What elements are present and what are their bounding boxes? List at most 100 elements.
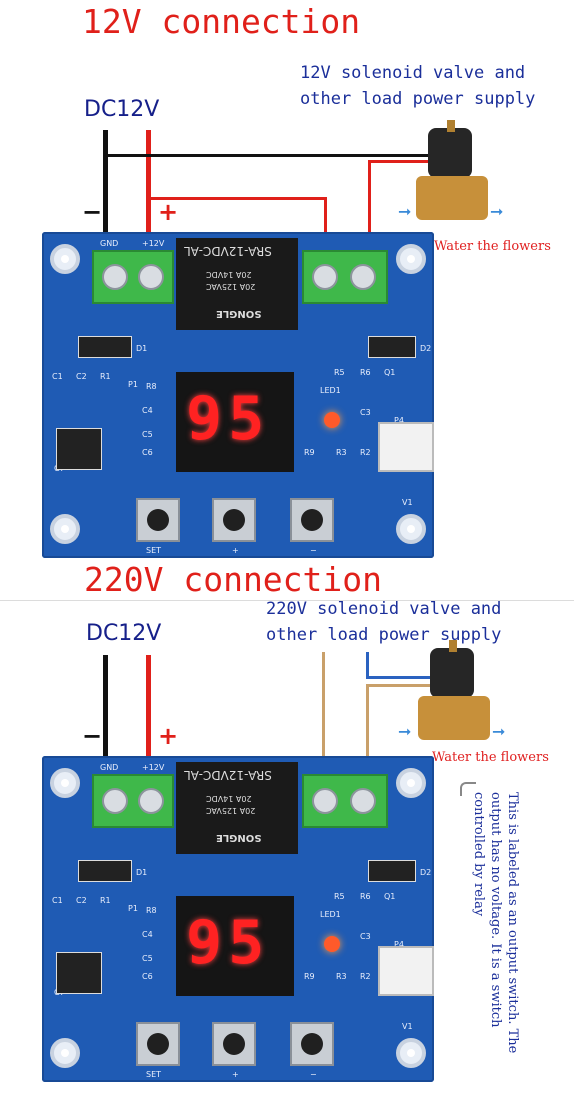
r3-label: R3 <box>336 972 347 981</box>
down-button[interactable] <box>290 1022 334 1066</box>
panel2-blue-valve-wire <box>366 676 438 679</box>
set-label: SET <box>146 1070 162 1079</box>
p1-label: P1 <box>128 904 138 913</box>
up-label: + <box>232 1070 239 1079</box>
panel1-minus-sign: − <box>82 198 103 226</box>
panel1-red-link-wire <box>148 197 326 200</box>
panel1-black-load-wire <box>103 154 433 157</box>
screw-icon <box>350 788 376 814</box>
v12-label: +12V <box>142 239 165 248</box>
screw-icon <box>138 788 164 814</box>
r3-label: R3 <box>336 448 347 457</box>
down-label: − <box>310 546 317 555</box>
down-label: − <box>310 1070 317 1079</box>
panel2-title: 220V connection <box>84 560 383 599</box>
r5-label: R5 <box>334 368 345 377</box>
panel2-plus-sign: + <box>158 722 179 750</box>
p4-connector <box>378 946 434 996</box>
gnd-label: GND <box>100 239 119 248</box>
panel2-load-line1: 220V solenoid valve and <box>266 599 502 619</box>
panel1-outflow-arrow-icon: ➞ <box>490 202 504 221</box>
r1-label: R1 <box>100 372 111 381</box>
c3-label: C3 <box>360 932 371 941</box>
panel1-valve-coil <box>428 128 472 178</box>
down-button[interactable] <box>290 498 334 542</box>
d2-label: D2 <box>420 868 432 877</box>
panel2-tan-com-wire <box>322 652 325 764</box>
mount-hole-icon <box>50 514 80 544</box>
panel1-dc-label: DC12V <box>84 97 160 122</box>
up-button[interactable] <box>212 1022 256 1066</box>
p1-label: P1 <box>128 380 138 389</box>
diode-d1 <box>78 336 132 358</box>
screw-icon <box>312 264 338 290</box>
panel2-valve-body <box>418 696 490 740</box>
panel1-title: 12V connection <box>82 2 361 41</box>
panel2-negative-wire <box>103 655 108 760</box>
p4-label: P4 <box>394 416 404 425</box>
output-terminal-block <box>302 774 388 828</box>
panel2-tan-valve-wire <box>366 684 438 687</box>
c3-label: C3 <box>360 408 371 417</box>
relay-rating-1: 20A 14VDC <box>206 794 252 803</box>
panel2-outflow-arrow-icon: ➞ <box>492 722 506 741</box>
r1-label: R1 <box>100 896 111 905</box>
panel2-dc-label: DC12V <box>86 621 162 646</box>
r2-label: R2 <box>360 972 371 981</box>
relay-rating-2: 20A 125VAC <box>206 806 256 815</box>
panel1-red-valve-wire <box>368 160 436 163</box>
voltage-regulator <box>56 952 102 994</box>
c4-label: C4 <box>142 930 153 939</box>
d1-label: D1 <box>136 868 148 877</box>
seven-segment-display: 95 <box>176 372 294 472</box>
relay-rating-1: 20A 14VDC <box>206 270 252 279</box>
r9-label: R9 <box>304 972 315 981</box>
led1-label: LED1 <box>320 386 341 395</box>
r9-label: R9 <box>304 448 315 457</box>
r8-label: R8 <box>146 382 157 391</box>
gnd-label: GND <box>100 763 119 772</box>
panel2-output-note: This is labeled as an output switch. The… <box>471 792 520 1054</box>
relay-model: SRA-12VDC-AL <box>184 244 272 258</box>
status-led <box>324 412 340 428</box>
set-button[interactable] <box>136 1022 180 1066</box>
screw-icon <box>312 788 338 814</box>
v1-label: V1 <box>402 1022 413 1031</box>
p4-connector <box>378 422 434 472</box>
q1-label: Q1 <box>384 892 396 901</box>
panel2-flowers-label: Water the flowers <box>432 750 549 765</box>
r6-label: R6 <box>360 368 371 377</box>
panel2-tan-no-wire <box>366 684 369 764</box>
set-label: SET <box>146 546 162 555</box>
note-bracket <box>460 782 476 796</box>
panel1-solenoid-valve <box>410 120 490 230</box>
panel1-red-com-wire <box>324 197 327 252</box>
panel1-positive-wire <box>146 130 151 250</box>
r2-label: R2 <box>360 448 371 457</box>
d2-label: D2 <box>420 344 432 353</box>
set-button[interactable] <box>136 498 180 542</box>
panel2-load-description: 220V solenoid valve and other load power… <box>266 596 501 648</box>
voltage-regulator <box>56 428 102 470</box>
relay-brand: SONGLE <box>216 308 262 319</box>
up-button[interactable] <box>212 498 256 542</box>
panel2-solenoid-valve <box>412 640 492 750</box>
c6-label: C6 <box>142 448 153 457</box>
panel1-load-line2: other load power supply <box>300 89 536 109</box>
c2-label: C2 <box>76 896 87 905</box>
mount-hole-icon <box>396 768 426 798</box>
p4-label: P4 <box>394 940 404 949</box>
panel1-flowers-label: Water the flowers <box>434 239 551 254</box>
mount-hole-icon <box>50 1038 80 1068</box>
panel1-load-line1: 12V solenoid valve and <box>300 63 526 83</box>
diode-d1 <box>78 860 132 882</box>
panel2-load-line2: other load power supply <box>266 625 502 645</box>
relay: SRA-12VDC-AL 20A 14VDC 20A 125VAC SONGLE <box>176 762 298 854</box>
c6-label: C6 <box>142 972 153 981</box>
panel1-relay-board: GND +12V SRA-12VDC-AL 20A 14VDC 20A 125V… <box>42 232 434 558</box>
mount-hole-icon <box>50 768 80 798</box>
led1-label: LED1 <box>320 910 341 919</box>
diode-d2 <box>368 336 416 358</box>
diode-d2 <box>368 860 416 882</box>
c5-label: C5 <box>142 430 153 439</box>
